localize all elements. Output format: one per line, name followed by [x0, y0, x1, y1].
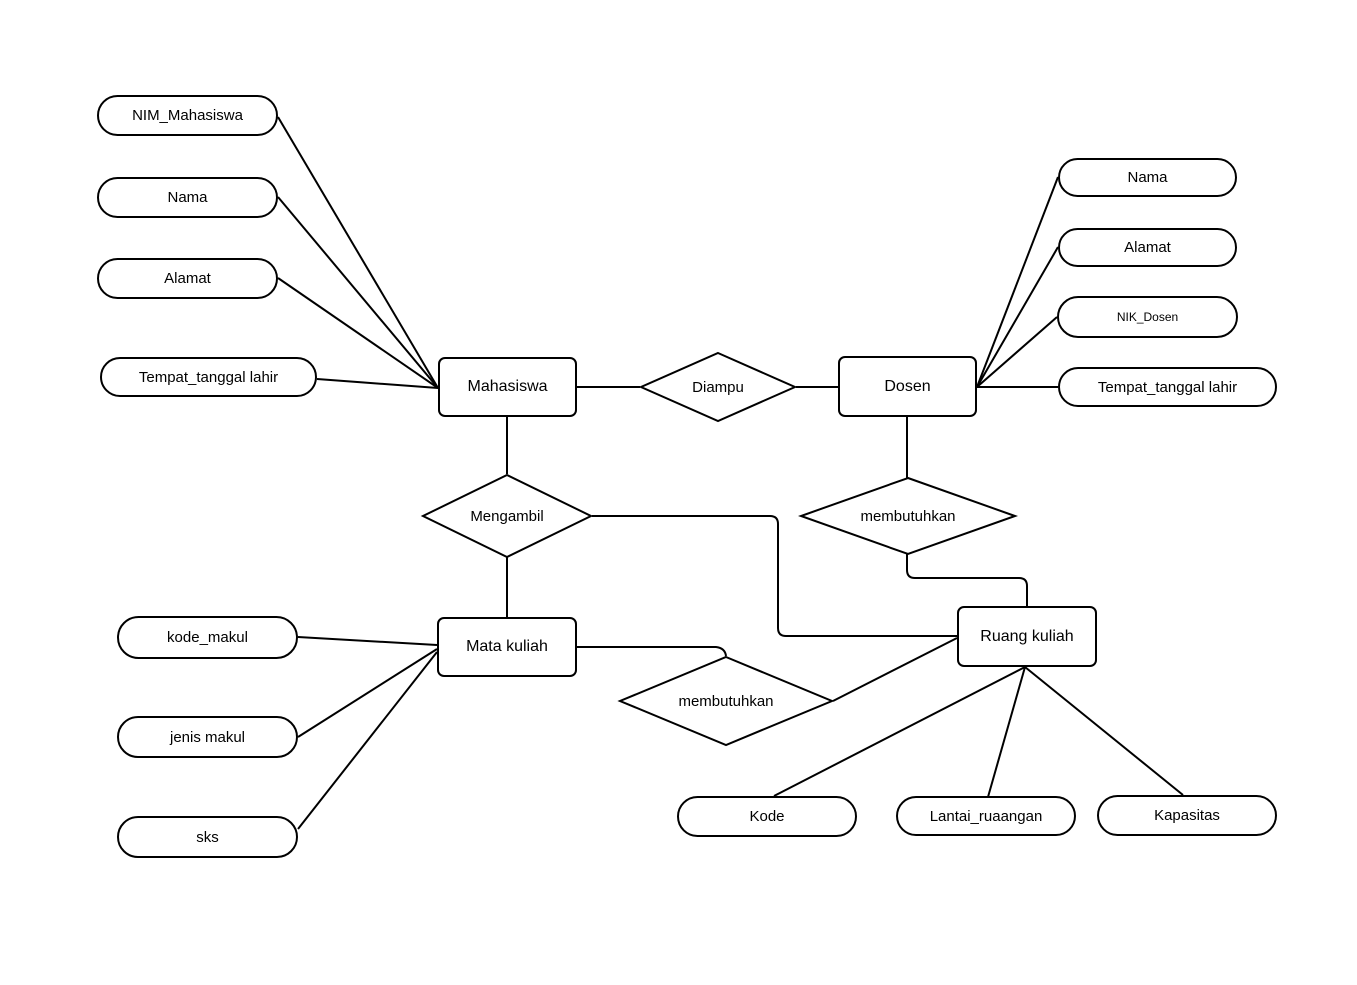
edge-membutuhkan1-ruang [906, 553, 1028, 606]
attribute-kode-label: Kode [749, 808, 785, 825]
relationship-mengambil-label: Mengambil [470, 507, 544, 525]
relationship-membutuhkan-dosen-ruang-label: membutuhkan [860, 507, 956, 525]
edge-kodemakul-matakuliah [297, 636, 438, 646]
edge-matakuliah-membutuhkan2 [577, 646, 727, 657]
edge-mengambil-ruang [592, 515, 957, 637]
edge-ruang-kapasitas [1024, 666, 1184, 796]
attribute-dosen-alamat[interactable]: Alamat [1058, 228, 1237, 267]
attribute-kode-makul-label: kode_makul [167, 629, 248, 646]
attribute-dosen-ttl-label: Tempat_tanggal lahir [1097, 378, 1238, 396]
edge-alamat-mahasiswa [277, 277, 439, 389]
edge-jenismakul-matakuliah [297, 648, 438, 738]
relationship-mengambil[interactable]: Mengambil [420, 473, 594, 559]
entity-ruang-kuliah[interactable]: Ruang kuliah [957, 606, 1097, 667]
attribute-dosen-nama[interactable]: Nama [1058, 158, 1237, 197]
attribute-dosen-ttl[interactable]: Tempat_tanggal lahir [1058, 367, 1277, 407]
attribute-sks[interactable]: sks [117, 816, 298, 858]
entity-dosen-label: Dosen [884, 377, 931, 395]
attribute-lantai-ruaangan[interactable]: Lantai_ruaangan [896, 796, 1076, 836]
edge-dosen-nama [976, 176, 1059, 388]
attribute-mahasiswa-nama-label: Nama [167, 189, 208, 206]
entity-dosen[interactable]: Dosen [838, 356, 977, 417]
entity-mata-kuliah-label: Mata kuliah [466, 638, 548, 655]
attribute-sks-label: sks [196, 828, 219, 846]
attribute-nim-mahasiswa[interactable]: NIM_Mahasiswa [97, 95, 278, 136]
attribute-mahasiswa-nama[interactable]: Nama [97, 177, 278, 218]
attribute-mahasiswa-alamat-label: Alamat [164, 270, 211, 287]
attribute-nik-dosen[interactable]: NIK_Dosen [1057, 296, 1238, 338]
entity-mata-kuliah[interactable]: Mata kuliah [437, 617, 577, 677]
attribute-dosen-nama-label: Nama [1127, 169, 1168, 186]
attribute-mahasiswa-ttl[interactable]: Tempat_tanggal lahir [100, 357, 317, 397]
attribute-mahasiswa-ttl-label: Tempat_tanggal lahir [138, 368, 279, 386]
edge-sks-matakuliah [297, 651, 438, 830]
edge-nim-mahasiswa [277, 116, 439, 389]
attribute-dosen-alamat-label: Alamat [1124, 239, 1171, 256]
attribute-nik-dosen-label: NIK_Dosen [1116, 310, 1179, 324]
entity-mahasiswa[interactable]: Mahasiswa [438, 357, 577, 417]
entity-ruang-kuliah-label: Ruang kuliah [980, 627, 1074, 645]
diamond-shape [420, 473, 594, 559]
attribute-jenis-makul-label: jenis makul [169, 728, 246, 746]
entity-mahasiswa-label: Mahasiswa [467, 378, 548, 395]
diamond-shape [617, 655, 835, 747]
edge-dosen-alamat [976, 246, 1059, 388]
attribute-mahasiswa-alamat[interactable]: Alamat [97, 258, 278, 299]
edge-nama-mahasiswa [277, 196, 439, 389]
relationship-membutuhkan-dosen-ruang[interactable]: membutuhkan [798, 476, 1018, 556]
relationship-membutuhkan-makul-ruang-label: membutuhkan [678, 692, 774, 710]
edge-ruang-kode [773, 666, 1026, 797]
relationship-diampu-label: Diampu [692, 378, 744, 396]
edge-ruang-lantai [987, 666, 1026, 798]
attribute-kode[interactable]: Kode [677, 796, 857, 837]
attribute-jenis-makul[interactable]: jenis makul [117, 716, 298, 758]
attribute-kapasitas-label: Kapasitas [1154, 807, 1220, 824]
attribute-kapasitas[interactable]: Kapasitas [1097, 795, 1277, 836]
diamond-shape [798, 476, 1018, 556]
edge-dosen-nik [976, 316, 1058, 388]
diamond-shape [638, 351, 798, 423]
edge-ttl-mahasiswa [316, 378, 439, 389]
relationship-diampu[interactable]: Diampu [638, 351, 798, 423]
edge-membutuhkan2-ruang [832, 637, 958, 702]
attribute-kode-makul[interactable]: kode_makul [117, 616, 298, 659]
attribute-nim-mahasiswa-label: NIM_Mahasiswa [132, 107, 243, 124]
attribute-lantai-ruaangan-label: Lantai_ruaangan [929, 807, 1043, 825]
relationship-membutuhkan-makul-ruang[interactable]: membutuhkan [617, 655, 835, 747]
